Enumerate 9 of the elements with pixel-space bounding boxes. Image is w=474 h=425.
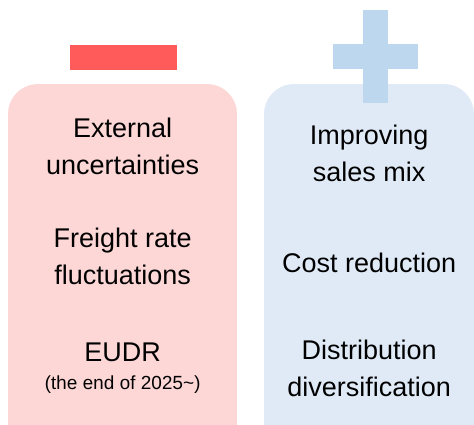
panel-text: Improving sales mix [308,119,430,189]
panel-text: Distribution diversification [286,334,452,404]
panel-text: (the end of 2025~) [44,373,202,395]
panel-text: EUDR [83,336,162,369]
panel-text: Cost reduction [280,247,458,280]
rounded-panel [264,84,474,425]
panel-text: Freight rate fluctuations [52,222,193,292]
panel-text: External uncertainties [44,112,200,182]
rounded-panel [8,84,237,425]
